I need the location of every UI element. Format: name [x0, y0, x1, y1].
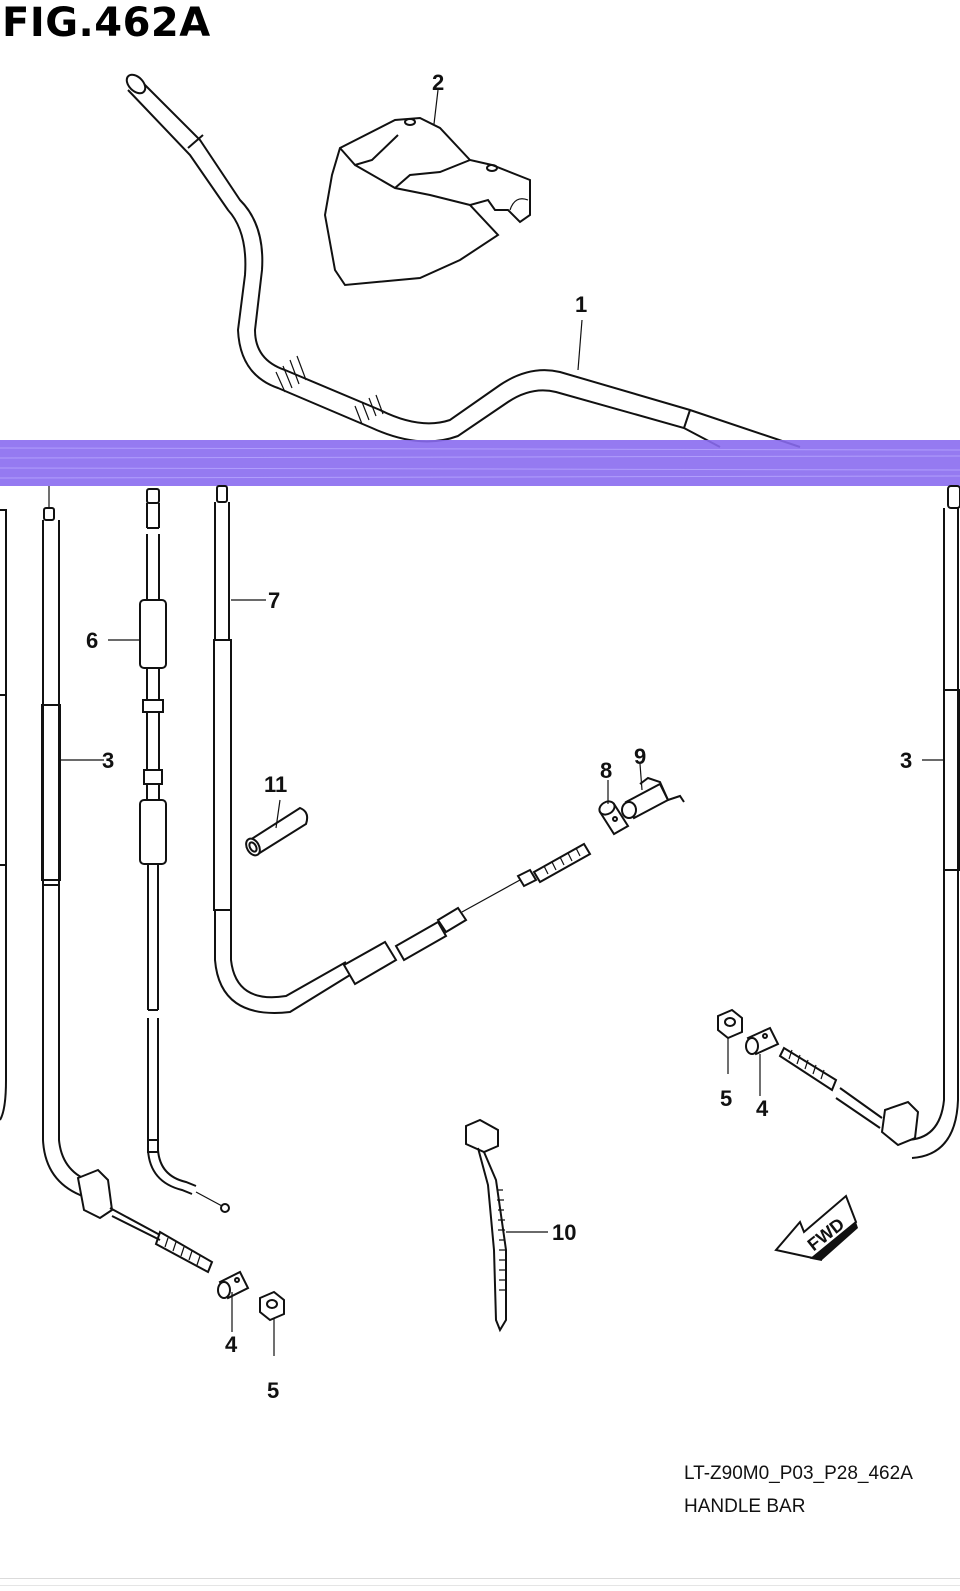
scan-noise — [0, 1578, 960, 1586]
figure-code: LT-Z90M0_P03_P28_462A — [684, 1463, 913, 1484]
fwd-arrow-icon: FWD — [774, 1194, 858, 1261]
edge-cable-left — [0, 509, 7, 1121]
callout-5-right: 5 — [720, 1086, 732, 1111]
cable-end-part — [598, 800, 630, 836]
callout-9: 9 — [634, 744, 646, 769]
adjuster-left — [217, 1270, 250, 1300]
callout-8: 8 — [600, 758, 612, 783]
callout-5-left: 5 — [267, 1378, 279, 1403]
callout-11: 11 — [264, 772, 287, 797]
choke-cable — [139, 488, 230, 1213]
nut-right — [717, 1008, 743, 1040]
figure-title: FIG.462A — [2, 0, 211, 46]
callout-10: 10 — [552, 1220, 576, 1245]
handle-bar — [125, 73, 801, 448]
callout-1: 1 — [575, 292, 587, 317]
handle-cover — [323, 116, 531, 287]
callout-2: 2 — [432, 70, 444, 95]
figure-name: HANDLE BAR — [684, 1496, 806, 1517]
callout-6: 6 — [86, 628, 98, 653]
callout-4-right: 4 — [756, 1096, 769, 1121]
nut-left — [259, 1290, 285, 1322]
callout-3-left: 3 — [102, 748, 114, 773]
cable-7 — [213, 485, 592, 1014]
callout-7: 7 — [268, 588, 280, 613]
brake-cable-right — [778, 485, 960, 1159]
cable-joint-part — [621, 776, 685, 820]
callout-4-left: 4 — [225, 1332, 238, 1357]
adjuster-right — [745, 1026, 780, 1056]
sleeve-part — [245, 806, 309, 857]
callout-3-right: 3 — [900, 748, 912, 773]
cable-tie — [465, 1118, 507, 1333]
leader-lines — [60, 89, 944, 1356]
throttle-cable-left — [41, 486, 214, 1274]
color-band — [0, 440, 960, 486]
